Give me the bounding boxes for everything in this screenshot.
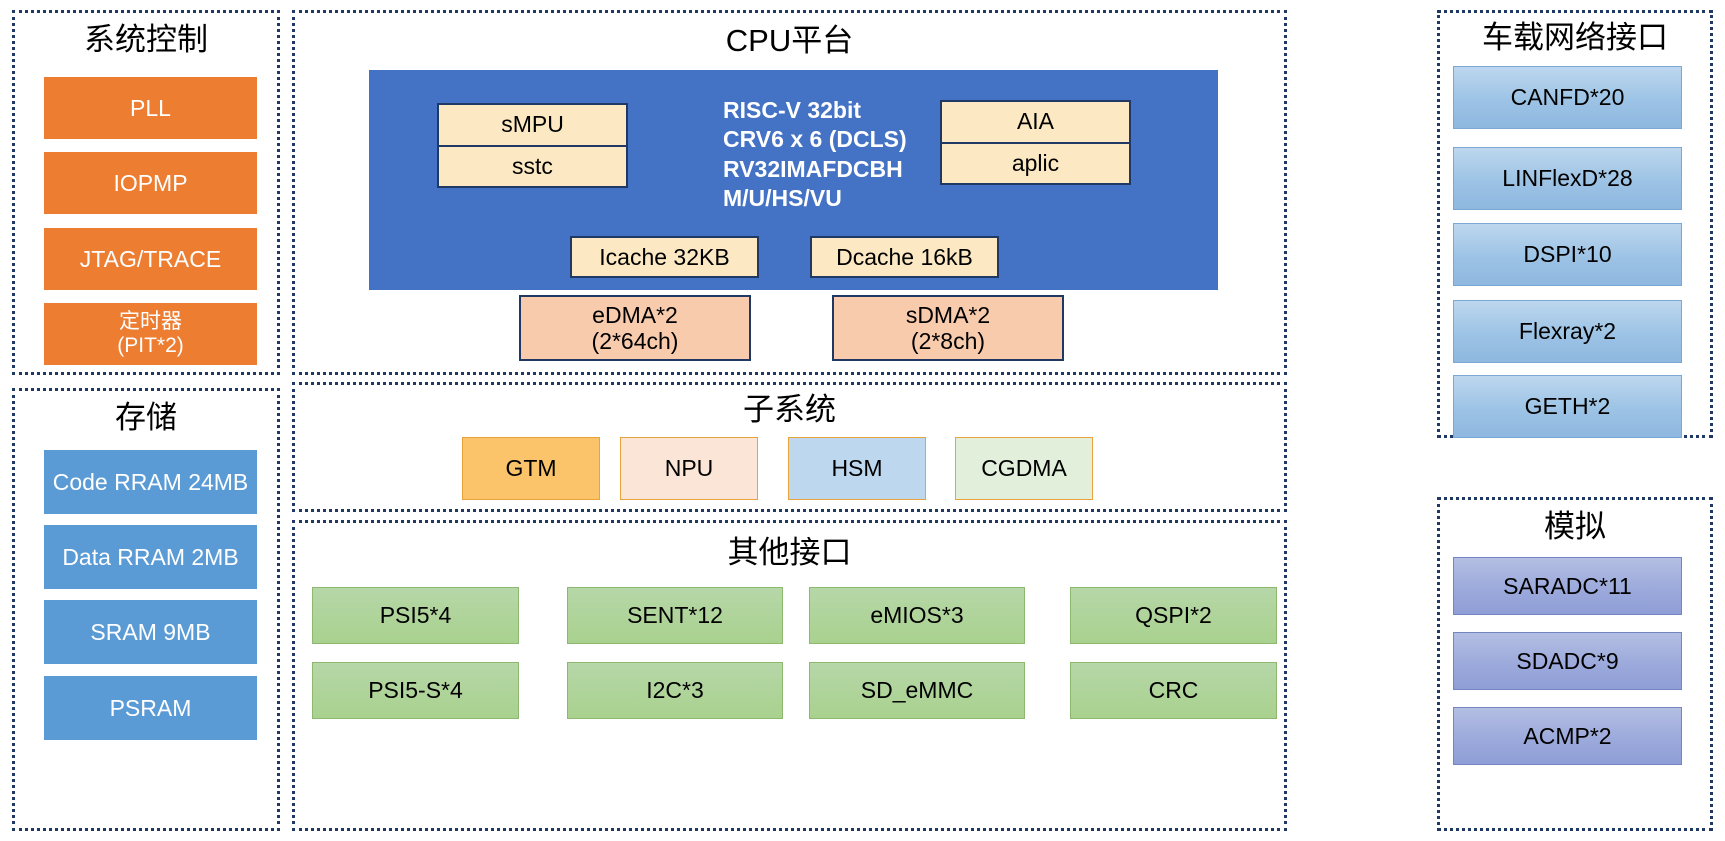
group-title-storage: 存储 [115,400,177,435]
group-storage: 存储 Code RRAM 24MB Data RRAM 2MB SRAM 9MB… [12,388,280,831]
stack-aia-aplic[interactable]: AIA aplic [940,100,1131,185]
block-acmp[interactable]: ACMP*2 [1453,707,1682,765]
block-psi5[interactable]: PSI5*4 [312,587,519,644]
group-other-interfaces: 其他接口 PSI5*4 SENT*12 eMIOS*3 QSPI*2 PSI5-… [292,520,1287,831]
cpu-spec-text: RISC-V 32bit CRV6 x 6 (DCLS) RV32IMAFDCB… [723,97,907,212]
block-i2c[interactable]: I2C*3 [567,662,783,719]
block-data-rram[interactable]: Data RRAM 2MB [44,525,257,589]
block-code-rram[interactable]: Code RRAM 24MB [44,450,257,514]
block-psi5-s[interactable]: PSI5-S*4 [312,662,519,719]
group-title-other-interfaces: 其他接口 [727,535,852,570]
block-sram[interactable]: SRAM 9MB [44,600,257,664]
block-gtm[interactable]: GTM [462,437,600,500]
block-aia[interactable]: AIA [1016,108,1055,135]
block-sd-emmc[interactable]: SD_eMMC [809,662,1025,719]
group-title-vehicle-network: 车载网络接口 [1482,20,1668,55]
block-iopmp[interactable]: IOPMP [44,152,257,214]
block-emios[interactable]: eMIOS*3 [809,587,1025,644]
block-saradc[interactable]: SARADC*11 [1453,557,1682,615]
block-aplic[interactable]: aplic [942,141,1129,184]
block-hsm[interactable]: HSM [788,437,926,500]
block-sdadc[interactable]: SDADC*9 [1453,632,1682,690]
group-title-analog: 模拟 [1544,509,1606,544]
block-sdma[interactable]: sDMA*2 (2*8ch) [832,295,1064,361]
block-linflexd[interactable]: LINFlexD*28 [1453,147,1682,210]
block-icache[interactable]: Icache 32KB [570,236,759,278]
block-sstc[interactable]: sstc [439,144,626,187]
block-qspi[interactable]: QSPI*2 [1070,587,1277,644]
group-vehicle-network: 车载网络接口 CANFD*20 LINFlexD*28 DSPI*10 Flex… [1437,10,1713,438]
group-title-cpu-platform: CPU平台 [725,23,854,58]
block-canfd[interactable]: CANFD*20 [1453,66,1682,129]
block-geth[interactable]: GETH*2 [1453,375,1682,438]
block-sent[interactable]: SENT*12 [567,587,783,644]
block-jtag-trace[interactable]: JTAG/TRACE [44,228,257,290]
stack-smpu-sstc[interactable]: sMPU sstc [437,103,628,188]
group-title-subsystem: 子系统 [743,392,836,427]
block-smpu[interactable]: sMPU [501,111,564,138]
block-dspi[interactable]: DSPI*10 [1453,223,1682,286]
block-cgdma[interactable]: CGDMA [955,437,1093,500]
block-flexray[interactable]: Flexray*2 [1453,300,1682,363]
group-cpu-platform: CPU平台 sMPU sstc RISC-V 32bit CRV6 x 6 (D… [292,10,1287,375]
group-system-control: 系统控制 PLL IOPMP JTAG/TRACE 定时器 (PIT*2) [12,10,280,375]
block-pll[interactable]: PLL [44,77,257,139]
group-subsystem: 子系统 GTM NPU HSM CGDMA [292,382,1287,512]
block-edma[interactable]: eDMA*2 (2*64ch) [519,295,751,361]
group-title-system-control: 系统控制 [84,22,208,57]
block-npu[interactable]: NPU [620,437,758,500]
block-psram[interactable]: PSRAM [44,676,257,740]
group-analog: 模拟 SARADC*11 SDADC*9 ACMP*2 [1437,497,1713,831]
block-dcache[interactable]: Dcache 16kB [810,236,999,278]
block-crc[interactable]: CRC [1070,662,1277,719]
block-timer-pit[interactable]: 定时器 (PIT*2) [44,303,257,365]
